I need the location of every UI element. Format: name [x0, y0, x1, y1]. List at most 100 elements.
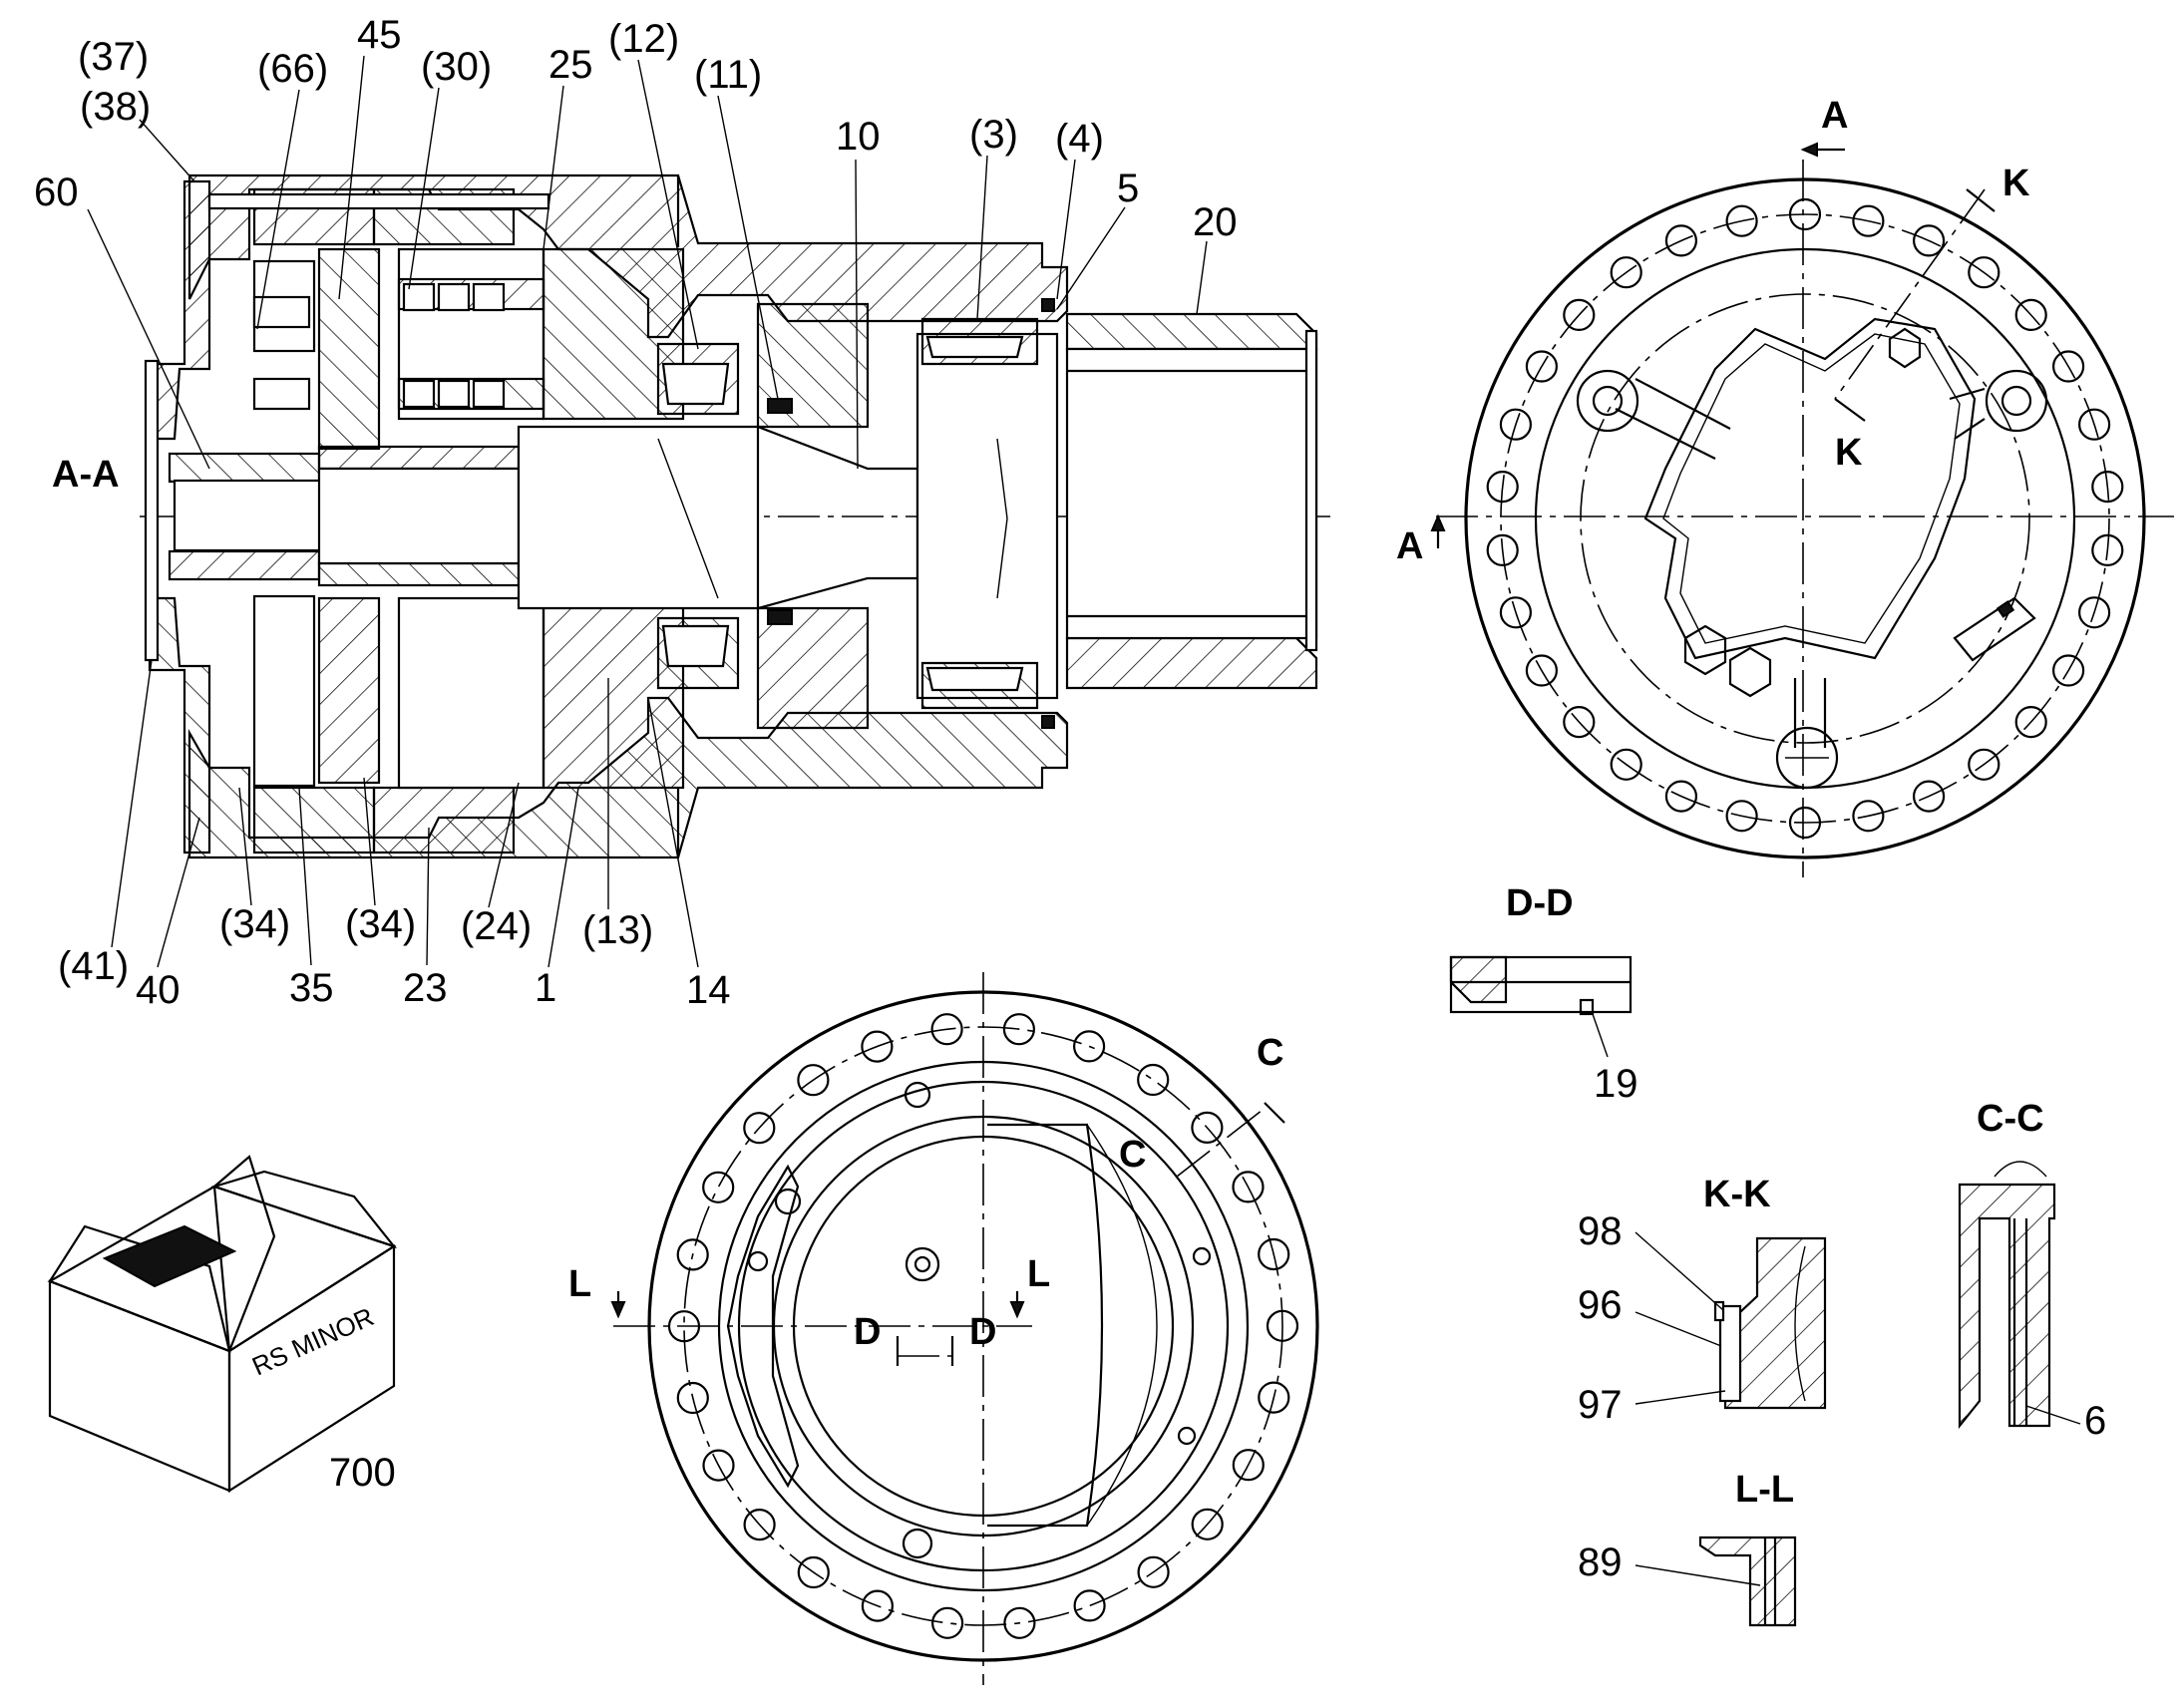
bolt-hole	[2091, 533, 2124, 567]
bolt-hole	[1525, 350, 1559, 383]
callout-38: (38)	[80, 85, 151, 129]
detail-cc: C-C 6	[1958, 1098, 2106, 1443]
callout-41: (41)	[58, 944, 129, 988]
bolt-hole	[1266, 1309, 1299, 1342]
bolt-holes-top-view	[1486, 197, 2124, 840]
bolt-hole	[676, 1381, 709, 1415]
bolt-hole	[1968, 748, 2000, 781]
bolt-hole	[1912, 224, 1946, 257]
bolt-hole	[2014, 298, 2047, 331]
bolt-hole	[1968, 256, 2000, 289]
callout-5: 5	[1117, 167, 1139, 210]
callout-20: 20	[1193, 200, 1238, 244]
bolt-hole	[1232, 1449, 1265, 1482]
bolt-hole	[2078, 596, 2111, 629]
bolt-hole	[797, 1064, 830, 1097]
bolt-hole	[1191, 1111, 1224, 1145]
bolt-hole	[1486, 471, 1519, 504]
callout-3: (3)	[969, 113, 1018, 157]
bolt-hole	[861, 1030, 894, 1063]
bolt-hole	[1525, 654, 1559, 687]
bolt-hole	[1258, 1381, 1290, 1414]
cut-a-top: A	[1821, 95, 1848, 137]
bolt-hole	[1499, 408, 1533, 441]
cut-c-inner: C	[1119, 1134, 1146, 1176]
callout-12: (12)	[608, 17, 679, 61]
cut-d-right: D	[969, 1311, 996, 1353]
detail-ll-title: L-L	[1735, 1469, 1794, 1511]
bolt-hole	[1137, 1063, 1170, 1097]
callout-10: 10	[836, 115, 881, 159]
bolt-hole	[1073, 1589, 1106, 1622]
callout-35: 35	[289, 966, 334, 1010]
callout-700: 700	[329, 1451, 396, 1495]
callout-4: (4)	[1055, 117, 1104, 161]
callout-66: (66)	[257, 47, 328, 91]
cut-l-right: L	[1027, 1253, 1050, 1295]
callout-24: (24)	[461, 904, 532, 948]
detail-ll: L-L 89	[1578, 1469, 1797, 1627]
callout-30: (30)	[421, 45, 492, 89]
bolt-hole	[702, 1171, 735, 1203]
callout-25: 25	[548, 43, 593, 87]
detail-kk-title: K-K	[1703, 1174, 1771, 1215]
bolt-holes-bottom-view	[667, 1013, 1299, 1639]
cut-c-outer: C	[1257, 1032, 1283, 1074]
leader-lines-main	[87, 55, 1208, 968]
callout-34a: (34)	[219, 902, 290, 946]
bolt-hole	[1499, 596, 1533, 629]
bolt-hole	[2014, 705, 2047, 739]
bolt-hole	[1610, 748, 1642, 781]
callout-89: 89	[1578, 1540, 1623, 1584]
cut-l-left: L	[568, 1263, 591, 1305]
callout-13: (13)	[582, 908, 653, 952]
bolt-hole	[1191, 1508, 1224, 1540]
bolt-hole	[1725, 800, 1758, 833]
cut-d-left: D	[854, 1311, 881, 1353]
bolt-hole	[1258, 1237, 1290, 1271]
bolt-hole	[1610, 256, 1642, 289]
bolt-hole	[667, 1310, 701, 1343]
rear-view-bottom-center	[613, 972, 1319, 1685]
bolt-hole	[797, 1555, 830, 1589]
detail-kk: K-K 98 96 97	[1578, 1174, 1827, 1427]
bolt-hole	[2091, 471, 2124, 504]
bolt-hole	[1137, 1555, 1170, 1588]
bolt-hole	[1852, 800, 1885, 833]
bolt-hole	[743, 1508, 776, 1541]
bolt-hole	[1072, 1030, 1106, 1063]
bolt-hole	[1232, 1171, 1265, 1203]
cut-a-left: A	[1396, 525, 1423, 567]
bolt-hole	[1788, 197, 1822, 231]
section-aa-title: A-A	[52, 454, 120, 496]
bolt-hole	[930, 1013, 963, 1046]
box-label: RS MINOR	[247, 1301, 378, 1381]
cut-markers-bottom-center: C C L L D D	[568, 1032, 1285, 1353]
callout-98: 98	[1578, 1209, 1623, 1253]
bolt-hole	[1664, 224, 1698, 257]
callout-96: 96	[1578, 1283, 1623, 1327]
callout-6: 6	[2084, 1399, 2106, 1443]
callouts-main: (37) (38) 60 (66) 45 (30) 25 (12) (11) 1…	[34, 13, 1238, 1012]
detail-cc-title: C-C	[1977, 1098, 2044, 1140]
detail-dd: D-D 19	[1449, 882, 1638, 1106]
callout-45: 45	[357, 13, 402, 57]
bolt-hole	[676, 1238, 709, 1271]
callout-11: (11)	[694, 53, 762, 97]
callout-97: 97	[1578, 1383, 1623, 1427]
bolt-hole	[2052, 350, 2085, 383]
bolt-hole	[861, 1589, 895, 1622]
bolt-hole	[1788, 806, 1822, 840]
front-view-top-right	[1436, 160, 2174, 877]
callout-14: 14	[686, 968, 731, 1012]
bolt-hole	[1002, 1013, 1036, 1046]
detail-dd-title: D-D	[1506, 882, 1574, 924]
callout-37: (37)	[78, 35, 149, 79]
bolt-hole	[1563, 705, 1596, 739]
callout-19: 19	[1594, 1062, 1638, 1106]
cut-markers-top-right: A A K K	[1396, 95, 2030, 567]
callout-1: 1	[535, 966, 556, 1010]
bolt-hole	[1664, 780, 1698, 813]
bolt-hole	[1912, 780, 1946, 813]
